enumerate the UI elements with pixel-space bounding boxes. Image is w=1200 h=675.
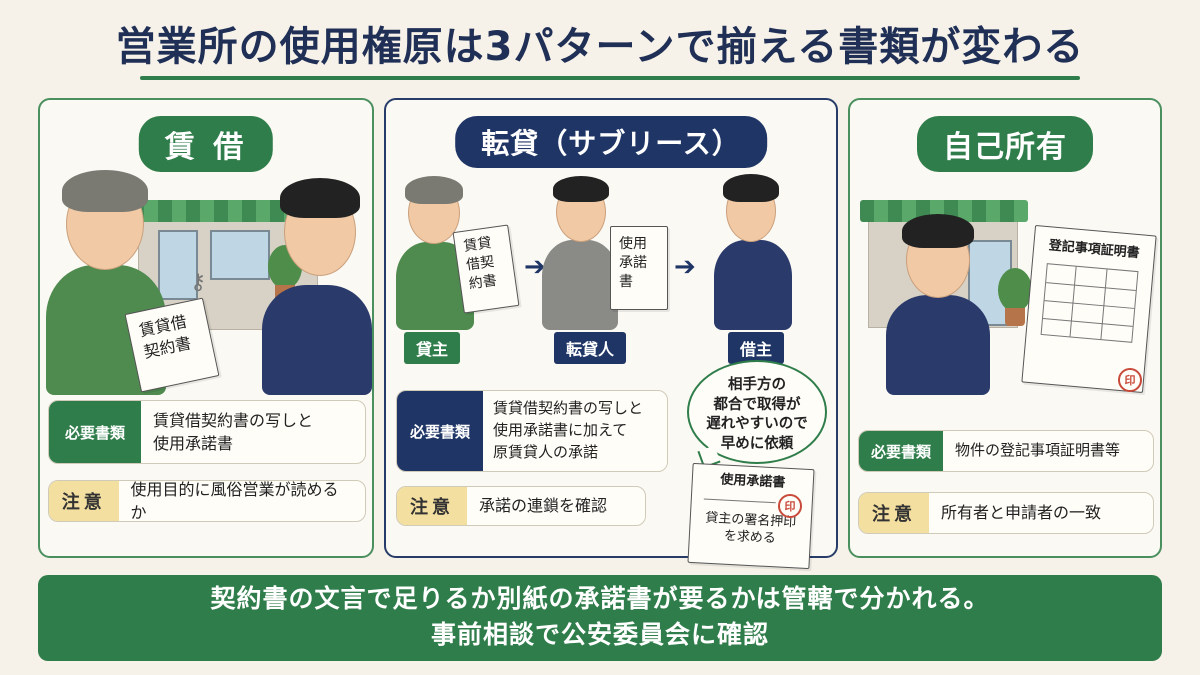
lease-contract-label: 賃貸借契約書 <box>137 311 193 362</box>
title-underline <box>140 76 1080 80</box>
summary-banner: 契約書の文言で足りるか別紙の承諾書が要るかは管轄で分かれる。 事前相談で公安委員… <box>38 575 1162 661</box>
required-documents-tag: 必要書類 <box>397 391 483 471</box>
required-documents-text: 物件の登記事項証明書等 <box>955 441 1121 460</box>
summary-line-1: 契約書の文言で足りるか別紙の承諾書が要るかは管轄で分かれる。 <box>210 584 990 613</box>
role-sublessor: 転貸人 <box>554 332 627 364</box>
shop-awning <box>130 200 326 222</box>
registry-table <box>1040 262 1139 343</box>
registry-certificate-title: 登記事項証明書 <box>1048 238 1141 262</box>
panel-owned: 自己所有 登記事項証明書 印 必要書類 物件の登記事項証明書等 注意 所有者と申… <box>848 98 1162 558</box>
caution-text: 使用目的に風俗営業が読めるか <box>130 479 339 522</box>
arrow-right-icon: ➔ <box>674 252 696 282</box>
seal-stamp-icon: 印 <box>1118 368 1142 392</box>
caution-tag: 注意 <box>397 487 467 525</box>
usage-consent-label: 使用承諾書 <box>619 236 647 290</box>
caution-row: 注意 使用目的に風俗営業が読めるか <box>48 480 366 522</box>
caution-tag: 注意 <box>49 481 119 521</box>
usage-consent-document: 使用承諾書 <box>610 226 668 310</box>
consent-doc-title: 使用承諾書 <box>719 472 786 491</box>
required-documents-text: 使用承諾書に加えて <box>493 421 628 440</box>
key-icon: ⚷ <box>190 270 207 295</box>
bubble-text: 遅れやすいので <box>706 416 808 433</box>
page-title: 営業所の使用権原は3パターンで揃える書類が変わる <box>115 24 1085 70</box>
bubble-text: 都合で取得が <box>713 396 801 413</box>
required-documents-row: 必要書類 賃貸借契約書の写しと 使用承諾書 <box>48 400 366 464</box>
caution-tag: 注意 <box>859 493 929 533</box>
panel-lease: 賃 借 ⚷ 賃貸借契約書 必要書類 賃貸借契約書の写しと 使用承諾書 注意 使用… <box>38 98 374 558</box>
shop-awning <box>860 200 1028 222</box>
caution-row: 注意 承諾の連鎖を確認 <box>396 486 646 526</box>
required-documents-text: 賃貸借契約書の写しと <box>493 399 644 418</box>
caution-row: 注意 所有者と申請者の一致 <box>858 492 1154 534</box>
panel-owned-heading: 自己所有 <box>917 116 1093 172</box>
role-landlord: 貸主 <box>404 332 461 364</box>
required-documents-text: 賃貸借契約書の写しと <box>153 410 314 430</box>
required-documents-row: 必要書類 賃貸借契約書の写しと 使用承諾書に加えて 原賃貸人の承諾 <box>396 390 668 472</box>
required-documents-tag: 必要書類 <box>49 401 141 463</box>
bubble-text: 早めに依頼 <box>720 435 794 452</box>
registry-certificate-document: 登記事項証明書 <box>1021 224 1157 394</box>
lease-contract-document: 賃貸借契約書 <box>452 224 520 314</box>
seal-stamp-icon: 印 <box>778 494 802 518</box>
lease-contract-label: 賃貸借契約書 <box>462 235 498 293</box>
caution-text: 所有者と申請者の一致 <box>941 503 1102 523</box>
panel-sublease-heading: 転貸（サブリース） <box>455 116 767 168</box>
shop-window <box>210 230 270 280</box>
lease-contract-document: 賃貸借契約書 <box>124 297 220 393</box>
caution-text: 承諾の連鎖を確認 <box>479 496 608 516</box>
required-documents-text: 使用承諾書 <box>153 434 234 453</box>
role-tenant: 借主 <box>728 332 785 364</box>
panel-sublease: 転貸（サブリース） 賃貸借契約書 貸主 ➔ 使用承諾書 転貸人 ➔ 借主 必要書… <box>384 98 838 558</box>
shop-window <box>158 230 198 300</box>
required-documents-tag: 必要書類 <box>859 431 943 471</box>
required-documents-row: 必要書類 物件の登記事項証明書等 <box>858 430 1154 472</box>
bubble-text: 相手方の <box>728 377 786 393</box>
required-documents-text: 原賃貸人の承諾 <box>493 442 599 461</box>
arrow-right-icon: ➔ <box>524 252 546 282</box>
panel-lease-heading: 賃 借 <box>138 116 274 172</box>
summary-line-2: 事前相談で公安委員会に確認 <box>430 620 769 650</box>
